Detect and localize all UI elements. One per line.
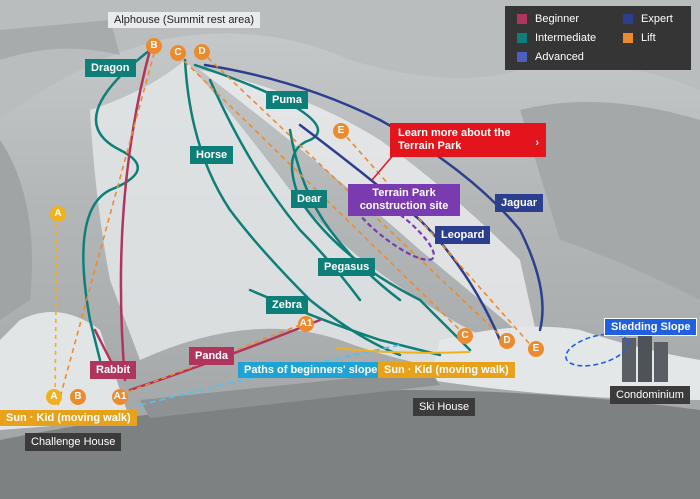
slope-label-panda[interactable]: Panda (189, 347, 235, 365)
legend-beginner: Beginner (517, 13, 579, 25)
learn-more-terrain-park-link[interactable]: Learn more about the Terrain Park › (390, 123, 546, 157)
advanced-swatch (517, 52, 527, 62)
condominium-label[interactable]: Condominium (610, 386, 690, 404)
slope-label-dear[interactable]: Dear (291, 190, 328, 208)
learn-more-text: Learn more about the Terrain Park (398, 127, 511, 152)
lift-d-bottom[interactable]: D (499, 333, 515, 349)
beginners-paths-label: Paths of beginners' slopes (238, 362, 390, 378)
forest-right (520, 102, 700, 300)
lift-e-top[interactable]: E (333, 123, 349, 139)
moving-walk-right-label: Sun · Kid (moving walk) (378, 362, 515, 378)
lift-b-bottom[interactable]: B (70, 389, 86, 405)
slope-dear[interactable] (288, 128, 402, 302)
slope-label-jaguar[interactable]: Jaguar (495, 194, 544, 212)
challenge-house-label[interactable]: Challenge House (25, 433, 122, 451)
expert-swatch (623, 14, 633, 24)
slope-dragon[interactable] (82, 48, 152, 362)
legend-expert-label: Expert (641, 13, 673, 25)
slope-label-leopard[interactable]: Leopard (435, 226, 491, 244)
beginners-path (139, 344, 401, 406)
lift-swatch (623, 33, 633, 43)
slope-rabbit-top[interactable] (119, 48, 152, 382)
lift-c-bottom[interactable]: C (457, 328, 473, 344)
beginner-swatch (517, 14, 527, 24)
lift-c-top[interactable]: C (170, 45, 186, 61)
ski-house-label[interactable]: Ski House (413, 398, 476, 416)
slope-jaguar[interactable] (203, 63, 544, 332)
legend-advanced-label: Advanced (535, 51, 584, 63)
legend-lift: Lift (623, 32, 656, 44)
lift-a1-bottom[interactable]: A1 (112, 389, 128, 405)
slope-label-dragon[interactable]: Dragon (85, 59, 136, 77)
base-road (140, 370, 440, 418)
legend: Beginner Expert Intermediate Lift Advanc… (505, 6, 691, 70)
lift-line-d (204, 54, 506, 341)
terrain-park-label[interactable]: Terrain Park construction site (348, 184, 460, 216)
sledding-area[interactable] (562, 328, 631, 372)
lift-line-e (344, 134, 536, 351)
forest-left (0, 140, 32, 320)
moving-walk-right-line (334, 347, 471, 354)
lift-a1-mid[interactable]: A1 (298, 316, 314, 332)
lift-a-bottom[interactable]: A (46, 389, 62, 405)
lift-d-top[interactable]: D (194, 44, 210, 60)
slope-label-puma[interactable]: Puma (266, 91, 308, 109)
lift-a-mid[interactable]: A (50, 206, 66, 222)
base-area (0, 390, 700, 499)
chevron-right-icon: › (535, 137, 539, 149)
slope-label-horse[interactable]: Horse (190, 146, 234, 164)
lift-line-a (54, 214, 58, 401)
slope-label-pegasus[interactable]: Pegasus (318, 258, 376, 276)
summit-label[interactable]: Alphouse (Summit rest area) (108, 12, 260, 28)
learn-pointer (371, 152, 396, 181)
moving-walk-left-label: Sun · Kid (moving walk) (0, 410, 137, 426)
legend-lift-label: Lift (641, 32, 656, 44)
sledding-slope-label[interactable]: Sledding Slope (604, 318, 698, 336)
condominium-buildings (622, 332, 668, 382)
slope-label-rabbit[interactable]: Rabbit (90, 361, 137, 379)
legend-intermediate: Intermediate (517, 32, 596, 44)
ridge-left (0, 20, 120, 60)
snow-base-left (0, 312, 130, 430)
legend-expert: Expert (623, 13, 673, 25)
legend-advanced: Advanced (517, 51, 584, 63)
slope-label-zebra[interactable]: Zebra (266, 296, 308, 314)
lift-b-top[interactable]: B (146, 38, 162, 54)
intermediate-swatch (517, 33, 527, 43)
legend-intermediate-label: Intermediate (535, 32, 597, 44)
lift-line-b (57, 49, 156, 406)
lift-e-bottom[interactable]: E (528, 341, 544, 357)
legend-beginner-label: Beginner (535, 13, 580, 25)
